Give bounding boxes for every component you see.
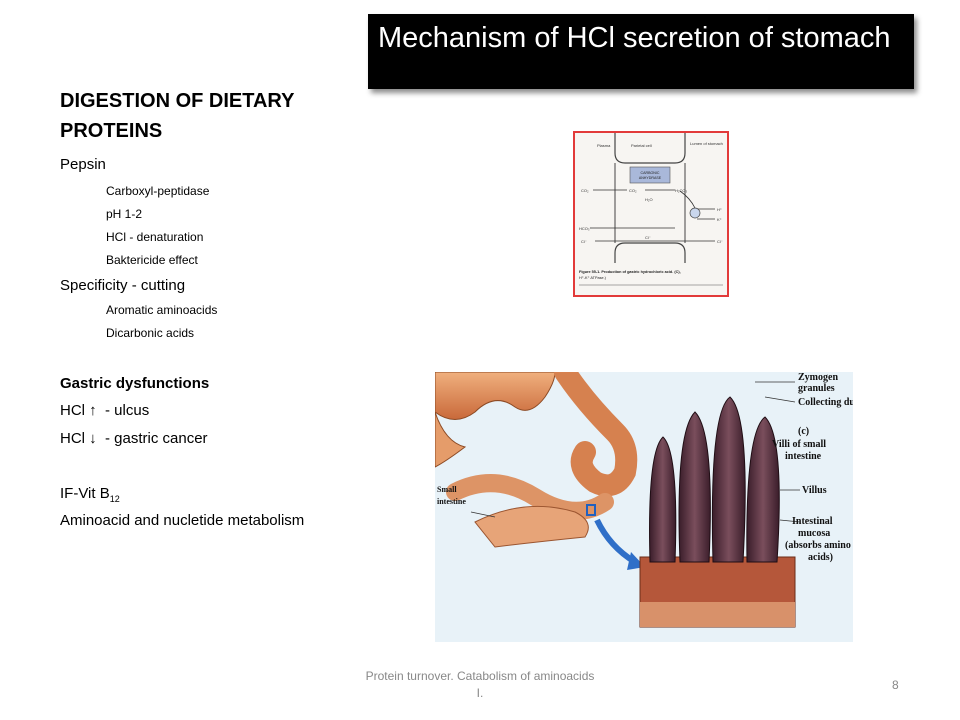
granules-label: granules <box>798 383 835 394</box>
h2o-label: H₂O <box>645 197 653 202</box>
intestine-drawing: Zymogen granules Collecting duct (c) Vil… <box>435 372 853 642</box>
intestinal-label: Intestinal <box>792 516 833 527</box>
lumen-label: Lumen of stomach <box>690 141 723 146</box>
if-vit-text: IF-Vit B <box>60 485 110 502</box>
mucosa-label: mucosa <box>798 528 830 539</box>
cl-inner-label: Cl⁻ <box>645 235 651 240</box>
bullet-pepsin: Pepsin <box>60 156 106 173</box>
hcl-decrease-line: HCl ↓ - gastric cancer <box>60 430 208 447</box>
footer-line-1: Protein turnover. Catabolism of aminoaci… <box>365 669 595 683</box>
small-intestine-illustration: Zymogen granules Collecting duct (c) Vil… <box>435 372 853 642</box>
panel-c-label: (c) <box>798 426 809 437</box>
hcl-increase-line: HCl ↑ - ulcus <box>60 402 149 419</box>
gastric-dysfunctions-heading: Gastric dysfunctions <box>60 375 210 392</box>
figure-caption-2: H⁺-K⁺ ATPase.) <box>579 276 607 280</box>
footer-line-2: I. <box>476 686 484 700</box>
parietal-label: Parietal cell <box>631 143 652 148</box>
cl-left-label: Cl⁻ <box>581 239 587 244</box>
slide-footer: Protein turnover. Catabolism of aminoaci… <box>330 668 630 702</box>
hcl-label: HCl <box>60 430 85 447</box>
acids-label: acids) <box>808 552 833 563</box>
arrow-up-icon: ↑ <box>89 402 97 419</box>
slide-title-box: Mechanism of HCl secretion of stomach <box>368 14 914 89</box>
slide-title: Mechanism of HCl secretion of stomach <box>378 22 891 54</box>
gastric-cancer-text: - gastric cancer <box>105 430 208 447</box>
h-plus-label: H⁺ <box>717 207 722 212</box>
ulcus-text: - ulcus <box>105 402 150 419</box>
small-label: Small <box>437 485 457 494</box>
villi-label-2: intestine <box>785 451 822 462</box>
zymogen-label: Zymogen <box>798 372 838 383</box>
if-vit-line: IF-Vit B12 <box>60 485 120 504</box>
hcl-diagram: CARBONIC ANHYDRASE Plasma Parietal cell … <box>575 133 727 295</box>
section-heading: DIGESTION OF DIETARY PROTEINS <box>60 86 360 146</box>
collecting-duct-label: Collecting duct <box>798 397 853 408</box>
co2-inner-label: CO₂ <box>629 188 637 193</box>
h2co3-label: H₂CO₃ <box>675 188 687 193</box>
if-vit-subscript: 12 <box>109 494 120 504</box>
figure-caption: Figure 55-1. Production of gastric hydro… <box>579 270 681 274</box>
plasma-label: Plasma <box>597 143 611 148</box>
enzyme-label-line: ANHYDRASE <box>639 176 662 180</box>
co2-left-label: CO₂ <box>581 188 589 193</box>
sub-bullet: Dicarbonic acids <box>106 326 195 340</box>
arrow-down-icon: ↓ <box>89 430 97 447</box>
intestine-label: intestine <box>437 497 466 506</box>
sub-bullet: Baktericide effect <box>106 253 198 267</box>
page-number: 8 <box>892 678 899 692</box>
hcl-production-figure: CARBONIC ANHYDRASE Plasma Parietal cell … <box>573 131 729 297</box>
hcl-label: HCl <box>60 402 85 419</box>
enzyme-label-line: CARBONIC <box>641 171 660 175</box>
bullet-specificity: Specificity - cutting <box>60 277 186 294</box>
sub-bullet: pH 1-2 <box>106 207 143 221</box>
heading-line-2: PROTEINS <box>60 120 163 142</box>
k-plus-label: K⁺ <box>717 217 722 222</box>
villus-label: Villus <box>802 485 827 496</box>
absorbs-label: (absorbs amino <box>785 540 851 551</box>
sub-bullet: Aromatic aminoacids <box>106 303 218 317</box>
hco3-label: HCO₃⁻ <box>579 226 592 231</box>
heading-line-1: DIGESTION OF DIETARY <box>60 90 295 112</box>
sub-bullet: Carboxyl-peptidase <box>106 184 210 198</box>
sub-bullet: HCl - denaturation <box>106 230 204 244</box>
villi-label-1: Villi of small <box>772 439 826 450</box>
metabolism-line: Aminoacid and nucletide metabolism <box>60 512 305 529</box>
cl-right-label: Cl⁻ <box>717 239 723 244</box>
